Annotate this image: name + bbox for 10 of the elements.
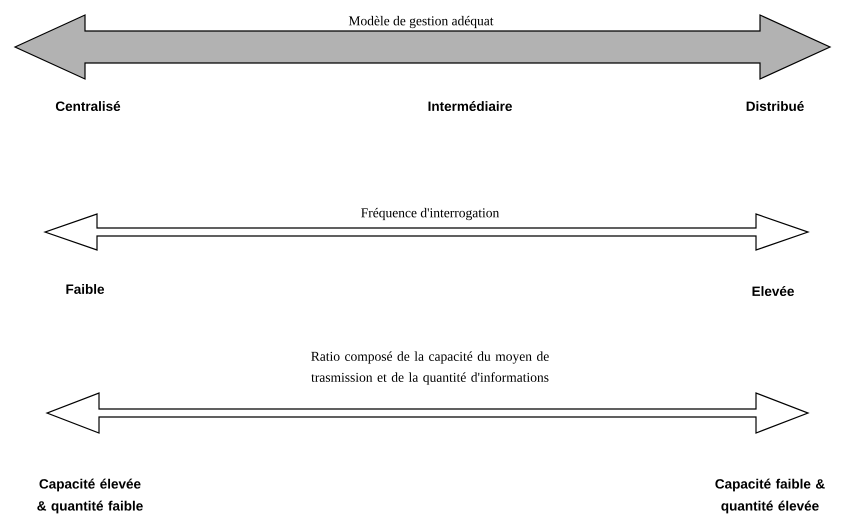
scale-end-label: Capacité faible & quantité élevée (715, 478, 825, 514)
scale-title: Modèle de gestion adéquat (348, 16, 494, 28)
scale-end-label: Distribué (746, 101, 804, 112)
scale-title: Ratio composé de la capacité du moyen de trasmission et de la quantité d'informations (311, 351, 549, 385)
scale-end-label: Elevée (752, 286, 794, 296)
scale-end-label: Centralisé (56, 101, 120, 112)
scale-title: Fréquence d'interrogation (361, 208, 500, 220)
scale-end-label: Faible (66, 284, 104, 294)
scale-end-label: Capacité élevée & quantité faible (37, 478, 143, 514)
scale-end-label: Intermédiaire (428, 101, 512, 112)
